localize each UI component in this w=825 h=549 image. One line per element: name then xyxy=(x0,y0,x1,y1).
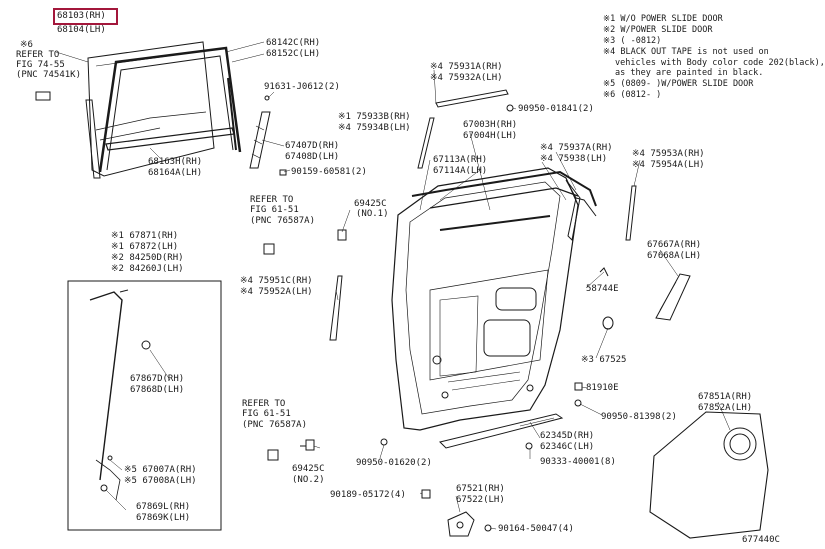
label-67407d[interactable]: 67407D(RH) xyxy=(285,141,340,151)
label-67867d[interactable]: 67867D(RH) xyxy=(130,374,185,384)
label-91631[interactable]: 91631-J0612(2) xyxy=(264,82,340,92)
label-68142c[interactable]: 68142C(RH) xyxy=(266,38,321,48)
label-67869l[interactable]: 67869L(RH) xyxy=(136,502,191,512)
label-75931a[interactable]: ※4 75931A(RH) xyxy=(430,62,503,72)
label-68103[interactable]: 68103(RH) xyxy=(57,11,106,21)
label-90159[interactable]: 90159-60581(2) xyxy=(291,167,367,177)
label-67408d[interactable]: 67408D(LH) xyxy=(285,152,340,162)
label-69425c-no1[interactable]: 69425C xyxy=(354,199,387,209)
scuff-62345d xyxy=(439,413,564,449)
note-4-cont-a: vehicles with Body color code 202(black)… xyxy=(615,58,825,68)
label-69425c-no2[interactable]: 69425C xyxy=(292,464,325,474)
label-84260j[interactable]: ※2 84260J(LH) xyxy=(111,264,184,274)
note-6: ※6 (0812- ) xyxy=(603,90,662,100)
label-75932a[interactable]: ※4 75932A(LH) xyxy=(430,73,503,83)
label-67113a[interactable]: 67113A(RH) xyxy=(433,155,488,165)
label-67525[interactable]: ※3 67525 xyxy=(581,355,627,365)
label-ref1-a: REFER TO xyxy=(16,50,60,60)
label-69425c-no2-sub: (NO.2) xyxy=(292,475,325,485)
label-75954a[interactable]: ※4 75954A(LH) xyxy=(632,160,705,170)
strip-75951c xyxy=(329,275,343,341)
cover-67667a xyxy=(655,273,691,321)
label-67871[interactable]: ※1 67871(RH) xyxy=(111,231,179,241)
note-5: ※5 (0809- )W/POWER SLIDE DOOR xyxy=(603,79,754,89)
label-ref3-a: REFER TO xyxy=(242,399,286,409)
diagram-id: 677440C xyxy=(742,535,780,545)
label-67114a[interactable]: 67114A(LH) xyxy=(433,166,488,176)
belt-moulding-68163h xyxy=(105,127,235,151)
label-62345d[interactable]: 62345D(RH) xyxy=(540,431,595,441)
label-68163h[interactable]: 68163H(RH) xyxy=(148,157,203,167)
label-68152c[interactable]: 68152C(LH) xyxy=(266,49,321,59)
label-ref1-note: ※6 xyxy=(20,40,33,50)
note-3: ※3 ( -0812) xyxy=(603,36,662,46)
label-67667a[interactable]: 67667A(RH) xyxy=(647,240,702,250)
note-2: ※2 W/POWER SLIDE DOOR xyxy=(603,25,713,35)
label-62346c[interactable]: 62346C(LH) xyxy=(540,442,595,452)
label-69425c-no1-sub: (NO.1) xyxy=(356,209,389,219)
label-67007a[interactable]: ※5 67007A(RH) xyxy=(124,465,197,475)
label-81910e[interactable]: 81910E xyxy=(586,383,619,393)
label-75938[interactable]: ※4 75938(LH) xyxy=(540,154,608,164)
lock-67521 xyxy=(447,511,475,537)
door-glass-68103 xyxy=(87,41,215,177)
label-90950-01841[interactable]: 90950-01841(2) xyxy=(518,104,594,114)
label-67868d[interactable]: 67868D(LH) xyxy=(130,385,185,395)
label-67851a[interactable]: 67851A(RH) xyxy=(698,392,753,402)
label-90164[interactable]: 90164-50047(4) xyxy=(498,524,574,534)
label-67522[interactable]: 67522(LH) xyxy=(456,495,505,505)
label-75934b[interactable]: ※4 75934B(LH) xyxy=(338,123,411,133)
trim-67851a xyxy=(649,411,769,539)
moulding-75931a xyxy=(435,89,509,108)
label-90189[interactable]: 90189-05172(4) xyxy=(330,490,406,500)
frame-67113a xyxy=(411,170,597,207)
label-67521[interactable]: 67521(RH) xyxy=(456,484,505,494)
label-ref1-c[interactable]: (PNC 74541K) xyxy=(16,70,82,80)
label-84250d[interactable]: ※2 84250D(RH) xyxy=(111,253,184,263)
label-67872[interactable]: ※1 67872(LH) xyxy=(111,242,179,252)
label-75952a[interactable]: ※4 75952A(LH) xyxy=(240,287,313,297)
label-67869k[interactable]: 67869K(LH) xyxy=(136,513,191,523)
diagram-linework xyxy=(35,41,769,539)
label-90950-01620[interactable]: 90950-01620(2) xyxy=(356,458,432,468)
label-68164a[interactable]: 68164A(LH) xyxy=(148,168,203,178)
label-75953a[interactable]: ※4 75953A(RH) xyxy=(632,149,705,159)
glass-run-68142c xyxy=(98,46,242,173)
label-58744e[interactable]: 58744E xyxy=(586,284,619,294)
label-90950-81398[interactable]: 90950-81398(2) xyxy=(601,412,677,422)
label-ref1-b: FIG 74-55 xyxy=(16,60,65,70)
label-67004h[interactable]: 67004H(LH) xyxy=(463,131,518,141)
label-ref3-b: FIG 61-51 xyxy=(242,409,291,419)
strip-75953a xyxy=(625,185,637,241)
label-75937a[interactable]: ※4 75937A(RH) xyxy=(540,143,613,153)
label-67668a[interactable]: 67668A(LH) xyxy=(647,251,702,261)
label-67008a[interactable]: ※5 67008A(LH) xyxy=(124,476,197,486)
label-75951c[interactable]: ※4 75951C(RH) xyxy=(240,276,313,286)
highlight-box-68103 xyxy=(53,8,118,25)
label-68104[interactable]: 68104(LH) xyxy=(57,25,106,35)
moulding-75933b xyxy=(417,117,435,169)
label-ref3-c[interactable]: (PNC 76587A) xyxy=(242,420,308,430)
label-ref2-c[interactable]: (PNC 76587A) xyxy=(250,216,316,226)
parts-diagram: ※1 W/O POWER SLIDE DOOR ※2 W/POWER SLIDE… xyxy=(16,8,825,545)
note-4-cont-b: as they are painted in black. xyxy=(615,68,764,78)
label-90333[interactable]: 90333-40001(8) xyxy=(540,457,616,467)
label-75933b[interactable]: ※1 75933B(RH) xyxy=(338,112,411,122)
label-67003h[interactable]: 67003H(RH) xyxy=(463,120,518,130)
label-67852a[interactable]: 67852A(LH) xyxy=(698,403,753,413)
door-panel-67003h xyxy=(391,167,579,431)
note-1: ※1 W/O POWER SLIDE DOOR xyxy=(603,14,723,24)
note-4: ※4 BLACK OUT TAPE is not used on xyxy=(603,47,769,57)
label-ref2-b: FIG 61-51 xyxy=(250,205,299,215)
label-ref2-a: REFER TO xyxy=(250,195,294,205)
